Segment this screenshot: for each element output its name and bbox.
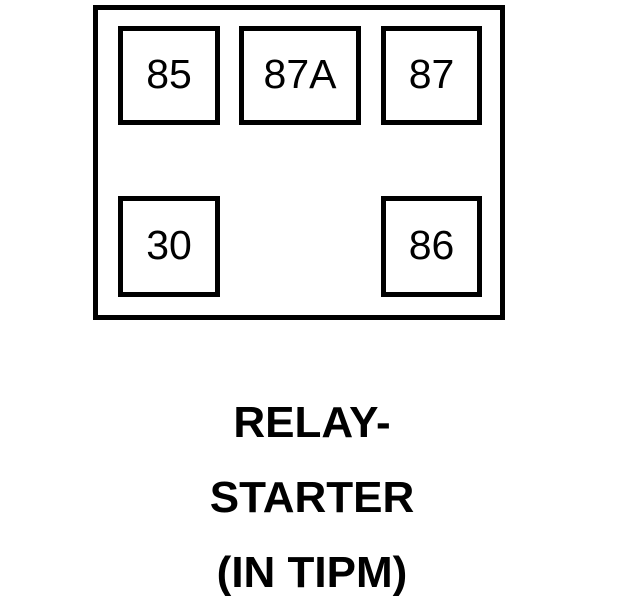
terminal-label-87a: 87A xyxy=(263,51,337,97)
caption-line-3: (IN TIPM) xyxy=(216,548,408,597)
relay-body-outline: 85 87A 87 30 86 xyxy=(93,5,505,320)
terminal-label-86: 86 xyxy=(408,222,455,268)
terminal-pad-87a: 87A xyxy=(239,26,361,125)
caption-line-1: RELAY- xyxy=(233,398,391,447)
terminal-label-85: 85 xyxy=(146,51,192,97)
terminal-pad-30: 30 xyxy=(118,196,220,297)
terminal-pad-87: 87 xyxy=(381,26,482,125)
diagram-caption: RELAY- STARTER (IN TIPM) xyxy=(0,385,624,610)
terminal-label-30: 30 xyxy=(146,222,192,268)
terminal-pad-86: 86 xyxy=(381,196,482,297)
terminal-pad-85: 85 xyxy=(118,26,220,125)
terminal-label-87: 87 xyxy=(408,51,455,97)
caption-line-2: STARTER xyxy=(209,473,415,522)
